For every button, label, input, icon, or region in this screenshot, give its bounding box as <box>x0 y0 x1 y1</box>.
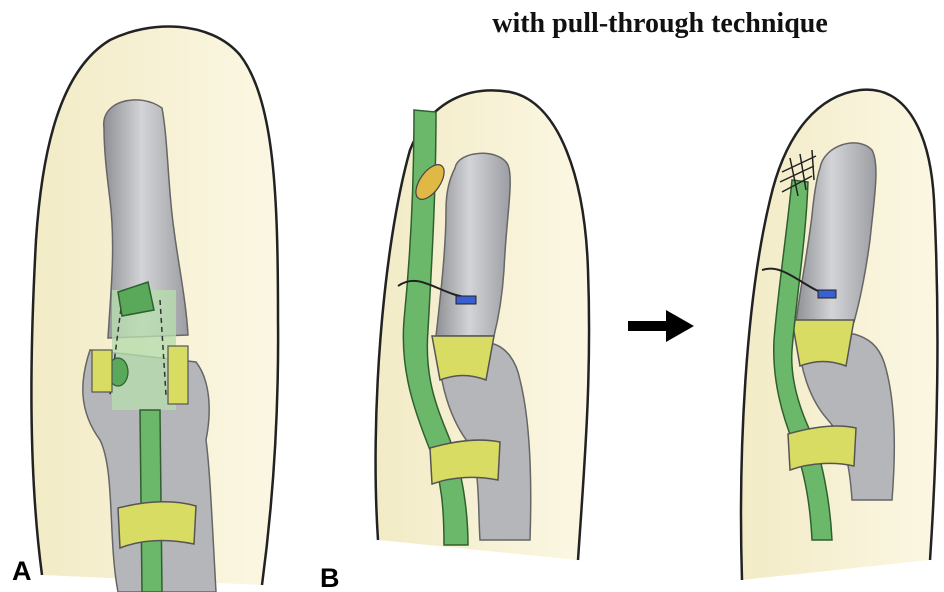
panel-label-a: A <box>12 556 32 587</box>
pulley-left-a <box>92 350 112 392</box>
pulley-b1 <box>432 336 494 380</box>
panel-b-after-drawing <box>741 90 937 580</box>
figure-title: with pull-through technique <box>440 8 880 40</box>
panel-a-drawing <box>31 26 278 592</box>
pulley-band-a <box>118 502 196 548</box>
tendon-a <box>140 410 162 592</box>
pulley-band-b1 <box>430 440 500 484</box>
panel-label-b: B <box>320 563 340 592</box>
suture-blue-b1 <box>456 296 476 304</box>
panel-b-before-drawing <box>376 90 590 560</box>
pulley-b2 <box>792 320 854 366</box>
pulley-right-a <box>168 346 188 404</box>
suture-blue-b2 <box>818 290 836 298</box>
pulley-band-b2 <box>788 426 856 470</box>
right-arrow <box>628 310 694 342</box>
